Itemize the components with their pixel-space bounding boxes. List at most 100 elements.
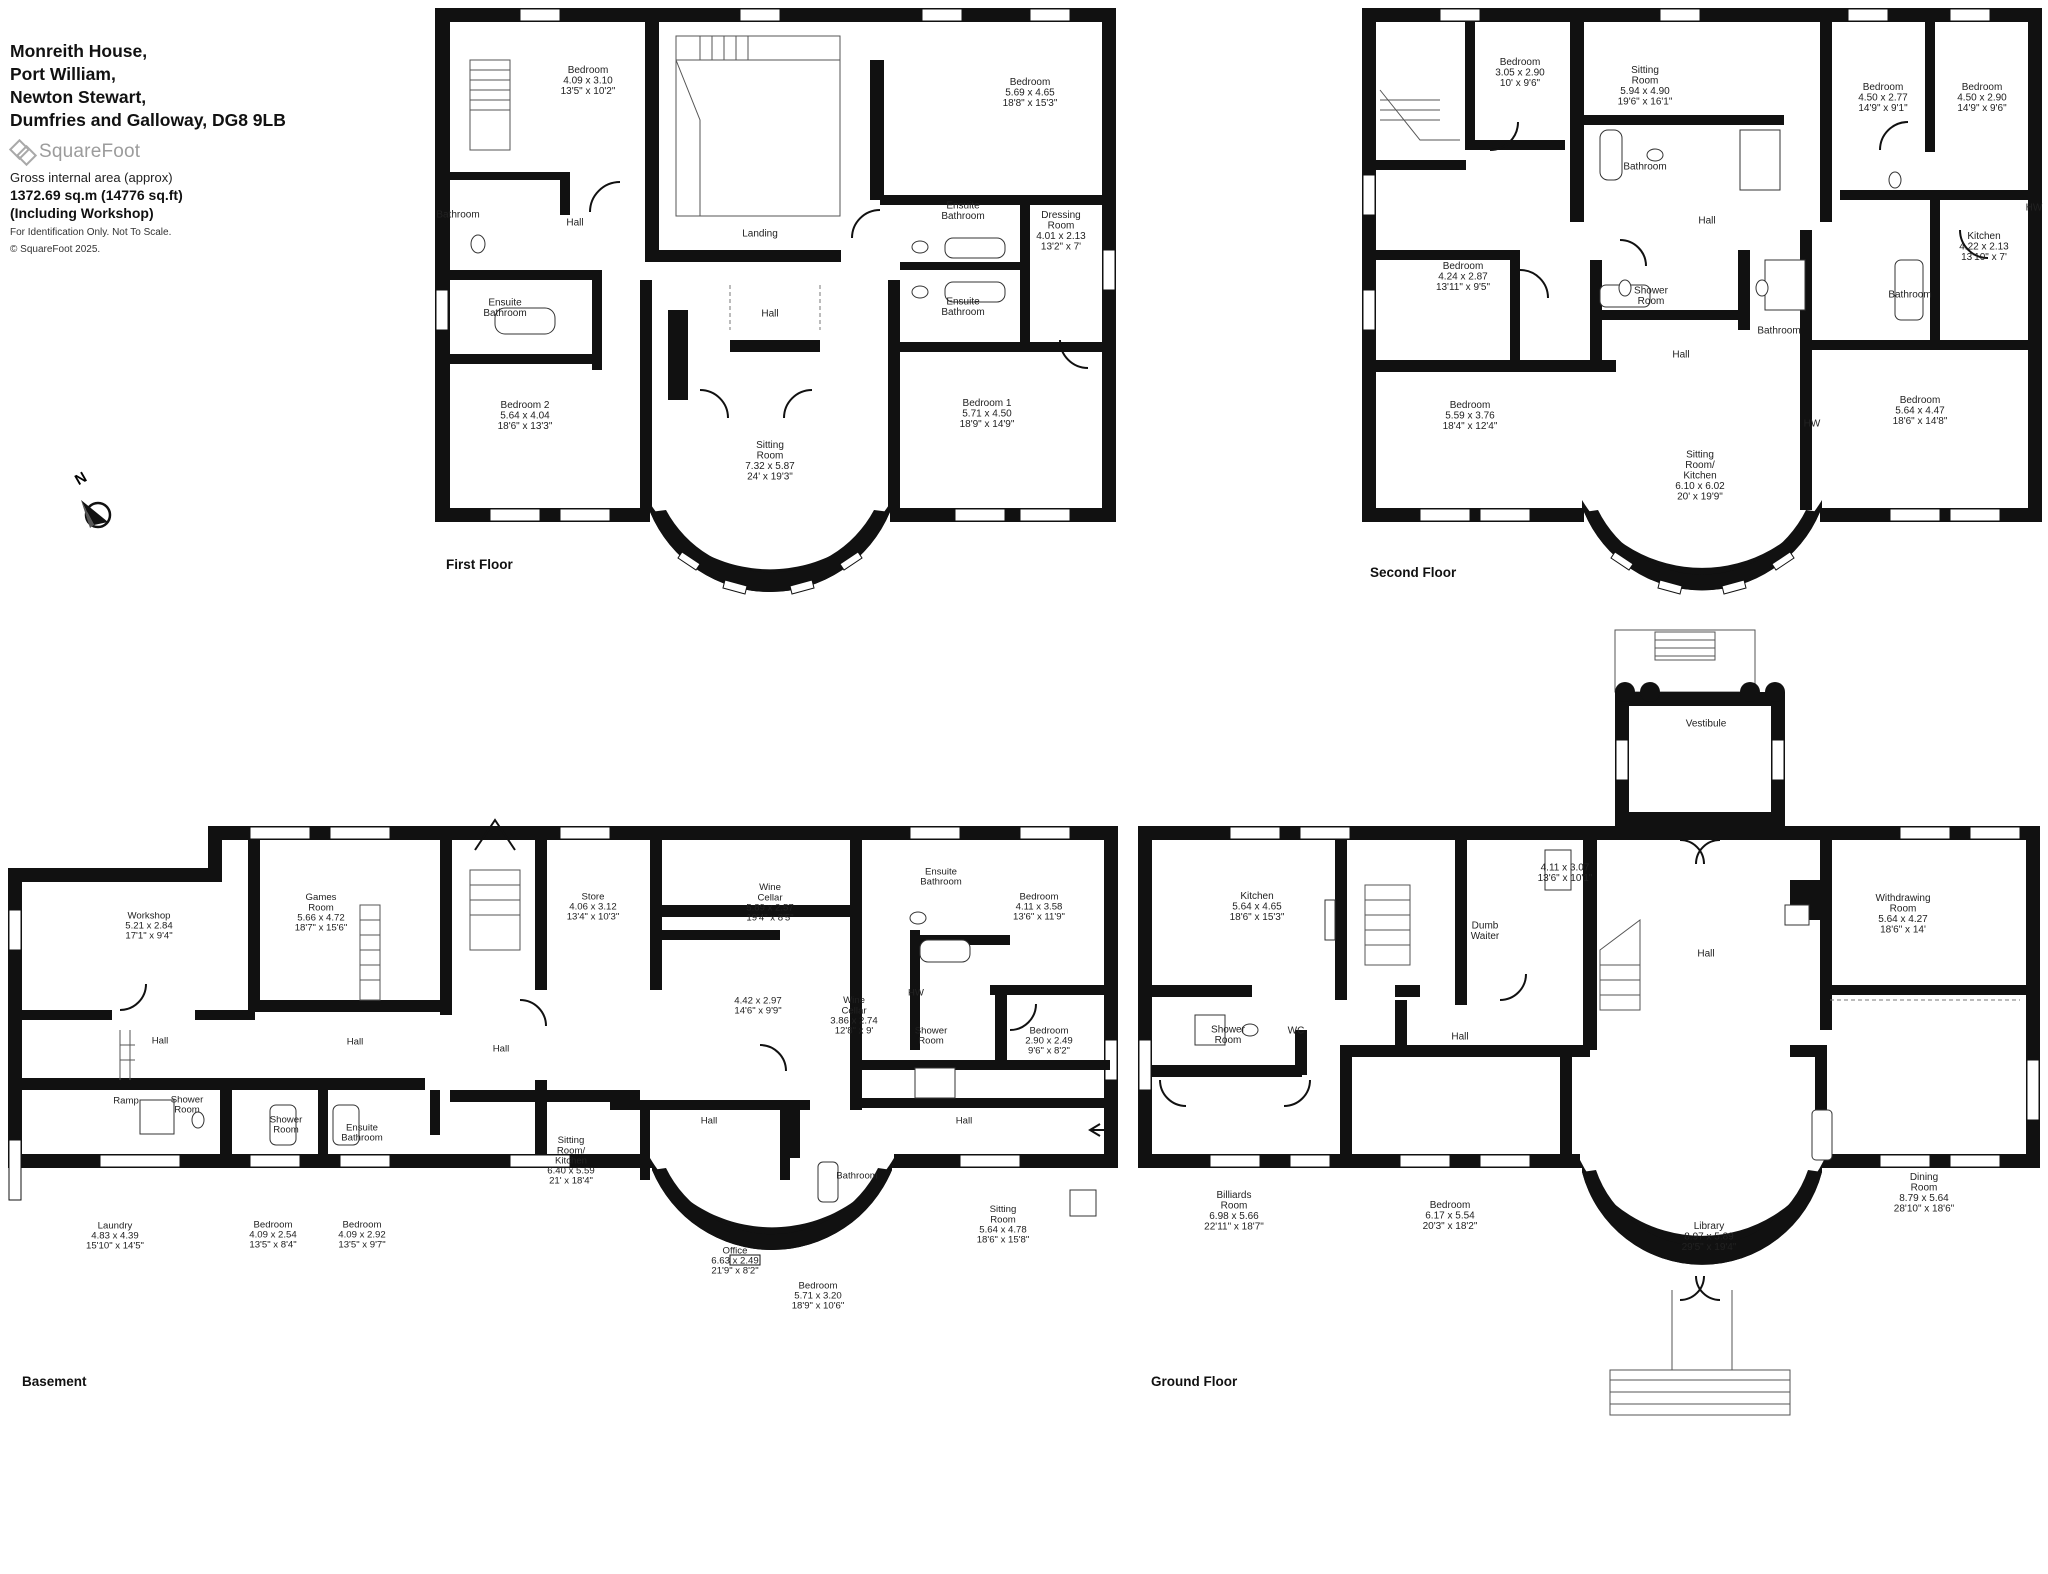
room-name: Bedroom	[254, 1219, 293, 1230]
room-dimensions: 28'10" x 18'6"	[1894, 1203, 1955, 1214]
room-name: Room/	[1685, 460, 1715, 471]
info-block: Monreith House, Port William, Newton Ste…	[8, 40, 310, 256]
room-dimensions: 5.64 x 4.78	[979, 1224, 1026, 1235]
ground-room-label: Hall	[1697, 949, 1714, 960]
room-name: Sitting	[1631, 65, 1659, 76]
room-name: Room	[1638, 296, 1665, 307]
room-name: Hall	[1672, 350, 1689, 361]
room-name: Store	[582, 891, 605, 902]
room-name: Kitchen	[1683, 471, 1716, 482]
first-room-label: Hall	[761, 309, 778, 320]
room-dimensions: 4.50 x 2.77	[1858, 93, 1908, 104]
second-room-label: Bathroom	[1757, 326, 1800, 337]
room-name: Bedroom	[1900, 395, 1941, 406]
room-name: Bedroom 1	[963, 398, 1012, 409]
room-name: Kitchen	[555, 1155, 587, 1166]
room-name: Bathroom	[483, 308, 526, 319]
room-dimensions: 5.71 x 3.20	[794, 1290, 841, 1301]
room-dimensions: 4.01 x 2.13	[1036, 231, 1086, 242]
room-name: Room	[1911, 1182, 1938, 1193]
room-name: Bedroom	[568, 65, 609, 76]
room-name: Room	[308, 902, 334, 913]
room-name: Room	[1221, 1200, 1248, 1211]
room-name: Bedroom 2	[501, 400, 550, 411]
room-name: Hall	[566, 218, 583, 229]
brand-name: SquareFoot	[39, 141, 141, 162]
address-line-4: Dumfries and Galloway, DG8 9LB	[10, 110, 286, 130]
room-dimensions: 5.66 x 4.72	[297, 912, 344, 923]
room-name: Laundry	[98, 1220, 133, 1231]
room-dimensions: 7.32 x 5.87	[745, 461, 795, 472]
room-dimensions: 18'6" x 14'	[1880, 924, 1926, 935]
room-name: Room	[1632, 75, 1659, 86]
room-name: Sitting	[1686, 450, 1714, 461]
room-name: Cellar	[841, 1005, 867, 1016]
room-dimensions: 4.09 x 2.54	[249, 1229, 297, 1240]
room-name: Hall	[761, 309, 778, 320]
room-name: Ensuite	[925, 866, 957, 877]
room-name: Room	[1215, 1035, 1242, 1046]
room-dimensions: 15'10" x 14'5"	[86, 1240, 144, 1251]
room-dimensions: 20' x 19'9"	[1677, 492, 1723, 503]
room-name: Sitting	[990, 1204, 1017, 1215]
room-dimensions: 5.94 x 4.90	[1620, 86, 1670, 97]
room-name: Room	[273, 1124, 299, 1135]
room-name: Dining	[1910, 1172, 1938, 1183]
room-dimensions: 13'10" x 7'	[1961, 252, 2007, 263]
room-dimensions: 20'3" x 18'2"	[1423, 1221, 1478, 1232]
room-dimensions: 18'7" x 15'6"	[295, 923, 348, 934]
room-name: Ensuite	[946, 296, 980, 307]
ground-room-label: Hall	[1451, 1032, 1468, 1043]
room-dimensions: 5.21 x 2.84	[125, 920, 173, 931]
room-dimensions: 5.64 x 4.65	[1232, 902, 1282, 913]
north-compass-icon: N	[72, 470, 112, 529]
room-name: Kitchen	[1967, 231, 2000, 242]
room-name: Room/	[557, 1145, 586, 1156]
ground-floor-plan	[1138, 629, 2040, 1416]
room-name: Hall	[493, 1043, 510, 1054]
floor-label-second: Second Floor	[1370, 565, 1457, 580]
floor-label-first: First Floor	[446, 557, 513, 572]
disclaimer-copyright: © SquareFoot 2025.	[10, 244, 101, 255]
room-dimensions: 14'9" x 9'1"	[1858, 103, 1908, 114]
room-dimensions: 18'9" x 14'9"	[960, 419, 1015, 430]
room-dimensions: 4.83 x 4.39	[91, 1230, 138, 1241]
room-dimensions: 22'11" x 18'7"	[1204, 1221, 1264, 1232]
room-dimensions: 6.40 x 5.59	[547, 1165, 594, 1176]
address-line-1: Monreith House,	[10, 41, 148, 61]
room-name: HW	[908, 987, 925, 998]
room-dimensions: 18'6" x 14'8"	[1893, 416, 1948, 427]
second-room-label: HW	[1804, 419, 1821, 430]
room-dimensions: 21' x 18'4"	[549, 1176, 593, 1187]
room-name: Bathroom	[341, 1132, 383, 1143]
disclaimer-scale: For Identification Only. Not To Scale.	[10, 227, 172, 238]
basement-room-label: Hall	[152, 1035, 169, 1046]
brand-logo: SquareFoot	[8, 138, 310, 167]
room-name: Shower	[1634, 285, 1669, 296]
room-name: Hall	[347, 1036, 364, 1047]
room-name: Bedroom	[343, 1219, 382, 1230]
room-dimensions: 9'6" x 8'2"	[1028, 1045, 1070, 1056]
